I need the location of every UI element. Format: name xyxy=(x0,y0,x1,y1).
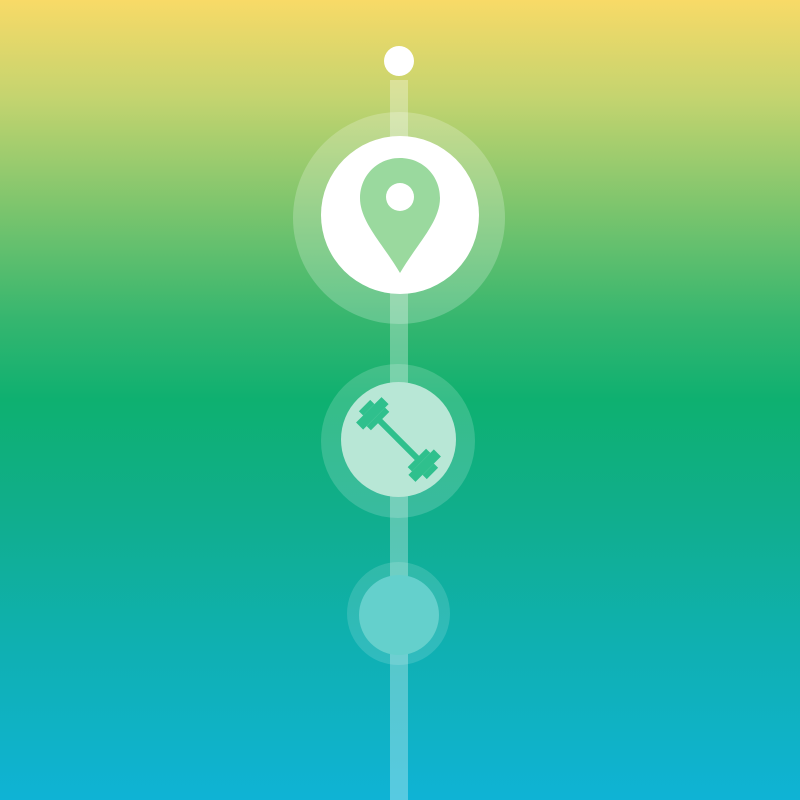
location-pin-icon xyxy=(360,158,440,273)
timeline-start-dot xyxy=(384,46,414,76)
location-node[interactable] xyxy=(321,136,479,294)
dumbbell-icon xyxy=(356,397,441,482)
empty-node[interactable] xyxy=(359,575,439,655)
workout-node[interactable] xyxy=(341,382,456,497)
